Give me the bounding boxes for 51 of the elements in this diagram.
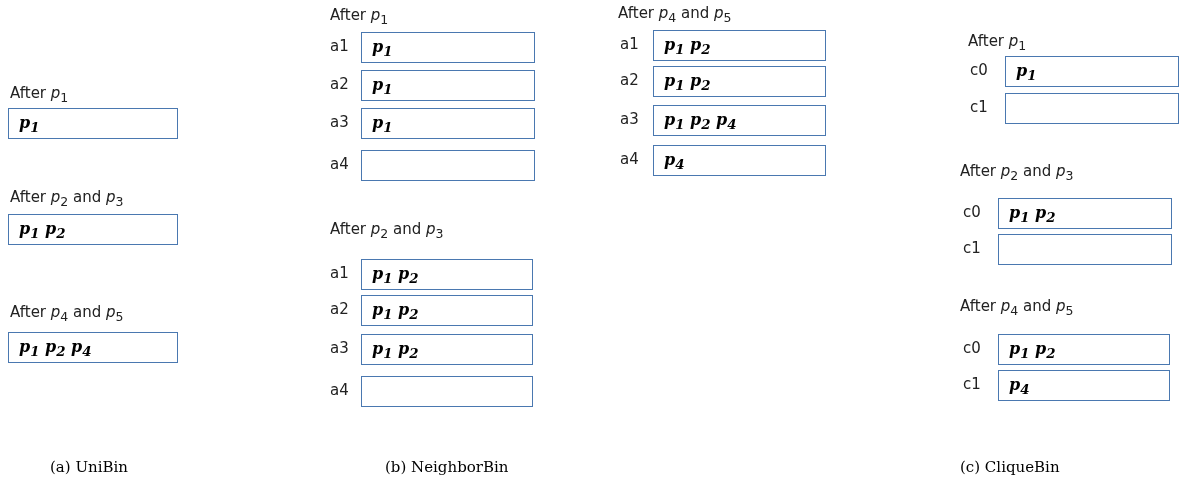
row-label: a3 xyxy=(330,339,349,357)
bin-box: p$_{4}$ xyxy=(653,145,826,176)
row-label: c1 xyxy=(963,375,981,393)
section-heading: After p$_{1}$ xyxy=(968,32,1027,53)
bin-box: p$_{1}$ p$_{2}$ xyxy=(998,334,1170,365)
bin-box: p$_{1}$ xyxy=(361,70,535,101)
bin-box: p$_{1}$ p$_{2}$ p$_{4}$ xyxy=(8,332,178,363)
row-label: a4 xyxy=(620,150,639,168)
bin-box: p$_{1}$ p$_{2}$ xyxy=(653,66,826,97)
figure-caption: (a) UniBin xyxy=(50,458,128,476)
bin-box xyxy=(361,150,535,181)
row-label: c0 xyxy=(963,203,981,221)
bin-box xyxy=(1005,93,1179,124)
row-label: c0 xyxy=(963,339,981,357)
row-label: a4 xyxy=(330,155,349,173)
row-label: a2 xyxy=(330,300,349,318)
bin-box xyxy=(998,234,1172,265)
bin-box: p$_{4}$ xyxy=(998,370,1170,401)
row-label: a1 xyxy=(330,264,349,282)
row-label: a1 xyxy=(330,37,349,55)
row-label: a4 xyxy=(330,381,349,399)
row-label: a1 xyxy=(620,35,639,53)
bin-box: p$_{1}$ p$_{2}$ p$_{4}$ xyxy=(653,105,826,136)
bin-box xyxy=(361,376,533,407)
section-heading: After p$_{2}$ and p$_{3}$ xyxy=(960,162,1074,183)
bin-box: p$_{1}$ p$_{2}$ xyxy=(998,198,1172,229)
bin-box: p$_{1}$ p$_{2}$ xyxy=(8,214,178,245)
figure-caption: (c) CliqueBin xyxy=(960,458,1060,476)
section-heading: After p$_{4}$ and p$_{5}$ xyxy=(618,4,732,25)
row-label: a2 xyxy=(620,71,639,89)
bin-box: p$_{1}$ xyxy=(361,32,535,63)
bin-box: p$_{1}$ p$_{2}$ xyxy=(361,295,533,326)
bin-box: p$_{1}$ xyxy=(1005,56,1179,87)
figure-caption: (b) NeighborBin xyxy=(385,458,509,476)
bin-box: p$_{1}$ p$_{2}$ xyxy=(361,334,533,365)
row-label: a3 xyxy=(620,110,639,128)
row-label: c1 xyxy=(963,239,981,257)
bin-box: p$_{1}$ xyxy=(8,108,178,139)
section-heading: After p$_{1}$ xyxy=(10,84,69,105)
section-heading: After p$_{4}$ and p$_{5}$ xyxy=(960,297,1074,318)
bin-box: p$_{1}$ xyxy=(361,108,535,139)
section-heading: After p$_{4}$ and p$_{5}$ xyxy=(10,303,124,324)
bin-box: p$_{1}$ p$_{2}$ xyxy=(361,259,533,290)
section-heading: After p$_{2}$ and p$_{3}$ xyxy=(330,220,444,241)
section-heading: After p$_{1}$ xyxy=(330,6,389,27)
row-label: c0 xyxy=(970,61,988,79)
section-heading: After p$_{2}$ and p$_{3}$ xyxy=(10,188,124,209)
row-label: c1 xyxy=(970,98,988,116)
bin-box: p$_{1}$ p$_{2}$ xyxy=(653,30,826,61)
row-label: a3 xyxy=(330,113,349,131)
row-label: a2 xyxy=(330,75,349,93)
